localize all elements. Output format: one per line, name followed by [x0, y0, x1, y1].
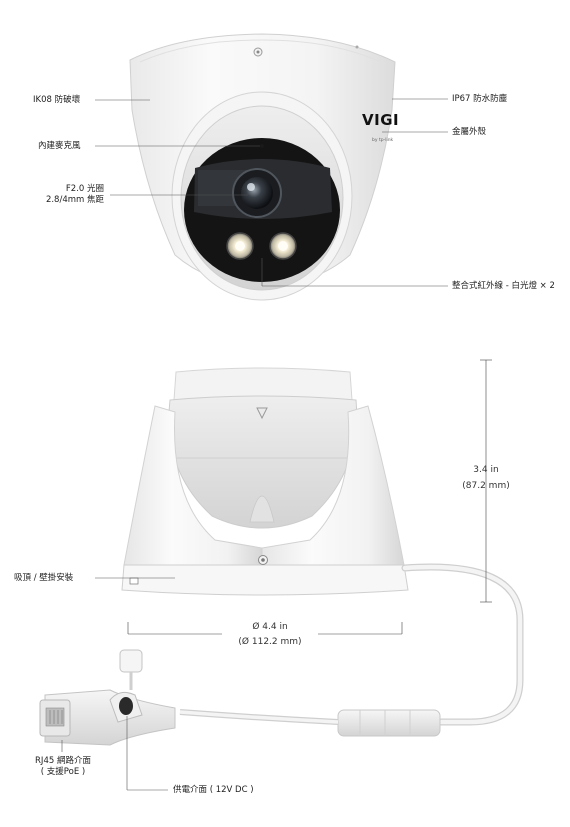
- callout-ik08: IK08 防破壞: [33, 95, 81, 105]
- dimension-height-mm: (87.2 mm): [462, 481, 510, 491]
- callout-mount: 吸頂 / 壁掛安裝: [14, 573, 74, 583]
- callout-power: 供電介面 ( 12V DC ): [173, 785, 254, 795]
- callout-light: 整合式紅外線 - 白光燈 × 2: [452, 281, 555, 291]
- callout-lines-top: [95, 98, 448, 287]
- callout-mic: 內建麥克風: [38, 141, 81, 151]
- cable: [39, 563, 524, 746]
- camera-front-view: [129, 33, 396, 301]
- callout-lines-bottom: [61, 577, 175, 791]
- dimension-lines: [127, 359, 492, 635]
- callout-rj45-line2: ( 支援PoE ): [40, 767, 86, 777]
- brand-sub: by tp-link: [372, 138, 394, 143]
- callout-aperture-line1: F2.0 光圈: [65, 184, 104, 194]
- dimension-diameter-in: Ø 4.4 in: [252, 622, 288, 632]
- dimension-diameter: Ø 4.4 in (Ø 112.2 mm): [216, 622, 324, 648]
- camera-side-view: [121, 367, 409, 596]
- callout-rj45-line1: RJ45 網路介面: [35, 756, 91, 766]
- callout-aperture: F2.0 光圈 2.8/4mm 焦距: [18, 184, 104, 206]
- brand-logo: VIGI: [362, 111, 400, 129]
- dimension-diameter-mm: (Ø 112.2 mm): [238, 637, 302, 647]
- dimension-height-in: 3.4 in: [473, 465, 499, 475]
- callout-ip67: IP67 防水防塵: [452, 94, 508, 104]
- callout-aperture-line2: 2.8/4mm 焦距: [45, 195, 104, 205]
- callout-rj45: RJ45 網路介面 ( 支援PoE ): [18, 756, 108, 778]
- callout-metal: 金屬外殼: [452, 127, 487, 137]
- dimension-height: 3.4 in (87.2 mm): [450, 465, 522, 492]
